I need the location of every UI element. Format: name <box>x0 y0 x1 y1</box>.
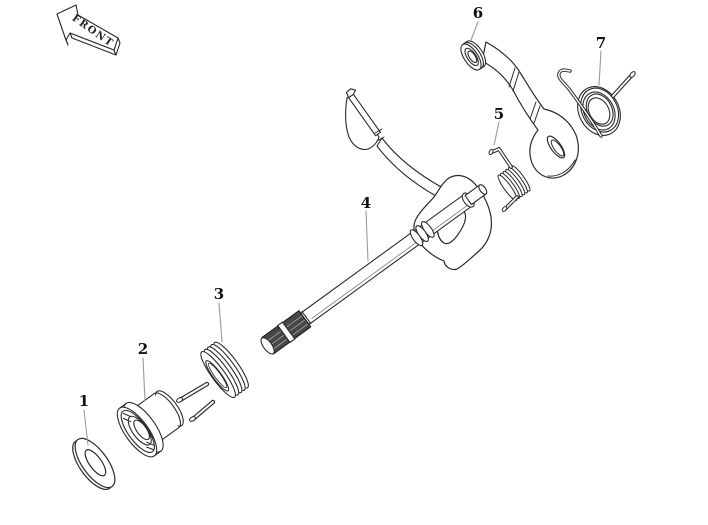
part-6-gearshift-arm <box>460 40 579 179</box>
bushing-bore <box>133 419 150 441</box>
shaft-tip-cap <box>478 184 488 195</box>
part-4-gearshift-spindle <box>260 184 488 355</box>
spring-leg-cap <box>176 397 183 403</box>
spring-leg-cap <box>501 206 508 212</box>
callout-3-leader <box>218 302 223 343</box>
washer-inner-hole <box>84 449 107 477</box>
bushing-bore-inner <box>467 50 478 64</box>
part-7-return-spring <box>557 68 636 138</box>
arm-strap <box>376 137 444 197</box>
coil-loop <box>577 86 621 136</box>
callout-5-label[interactable]: 5 <box>494 105 504 123</box>
arm-bend-tick <box>374 128 385 142</box>
callout-7-label[interactable]: 7 <box>596 34 606 52</box>
callout-6-leader <box>470 21 479 41</box>
coil-loop <box>497 174 518 201</box>
callout-5-leader <box>493 121 500 146</box>
callout-3-label[interactable]: 3 <box>214 285 224 303</box>
bushing-ring <box>460 43 482 71</box>
coil-loop <box>580 87 620 133</box>
spring-leg-cap <box>629 71 636 78</box>
part-3-spring-legs <box>176 381 216 422</box>
part-2-bushing <box>116 390 184 458</box>
callout-4-label[interactable]: 4 <box>361 194 371 212</box>
spring-leg-cap <box>488 148 494 156</box>
bushing-body <box>131 393 179 445</box>
arm-eye-thickness <box>547 159 576 177</box>
part-1-washer <box>72 437 116 490</box>
coil-loop <box>587 97 611 125</box>
arm-bend-tick <box>508 67 541 124</box>
part-3-torsion-spring <box>200 341 249 399</box>
spring-leg-cap <box>189 416 196 422</box>
arm-pivot-bushing <box>460 40 487 71</box>
part-5-torsion-spring-small <box>488 147 531 212</box>
shaft-end-cap <box>260 337 275 355</box>
front-arrow-face <box>56 4 119 51</box>
callout-4-leader <box>365 210 369 262</box>
callout-1-label[interactable]: 1 <box>79 392 89 410</box>
callout-2-label[interactable]: 2 <box>138 340 148 358</box>
bushing-bore <box>464 47 479 67</box>
shaft-boss-ring <box>409 229 424 247</box>
callout-2-leader <box>142 357 146 402</box>
coil-loop <box>582 91 616 131</box>
arm-blade-outline <box>345 94 380 150</box>
callout-1-leader <box>83 409 89 446</box>
coil-inner-opening <box>208 362 228 389</box>
arm-tab-cap <box>345 88 357 99</box>
part-4-arm-blade <box>345 88 444 197</box>
callout-6-label[interactable]: 6 <box>473 4 483 22</box>
front-direction-arrow: FRONT <box>56 4 121 56</box>
callout-7-leader <box>598 50 602 86</box>
callout-leaders <box>83 21 602 446</box>
shaft-highlight-line <box>311 205 468 319</box>
coil-inner-opening <box>205 360 230 392</box>
bushing-face-chords <box>122 412 155 451</box>
arm-eye-hole-inner <box>550 139 565 157</box>
